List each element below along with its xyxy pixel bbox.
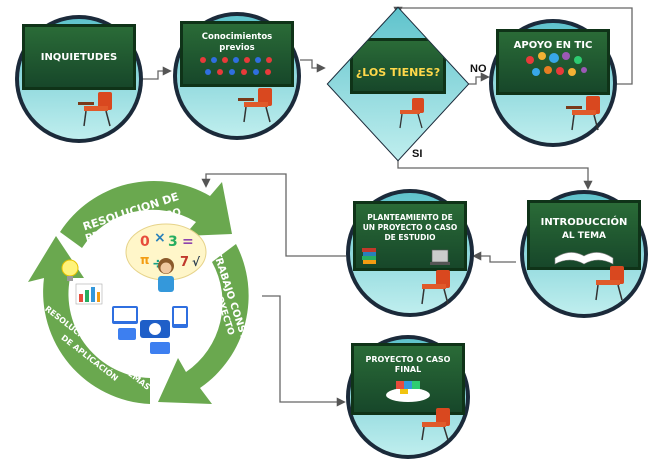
chair-icon <box>421 270 450 305</box>
arrow-cycle-final <box>262 295 346 407</box>
node-introduccion-title-1: INTRODUCCIÓN <box>541 215 628 228</box>
lightbulb-icon <box>61 259 79 281</box>
person-icon <box>158 258 174 292</box>
decision-si-label: SI <box>412 148 422 160</box>
svg-text:√: √ <box>192 255 201 269</box>
arrow-decision-apoyo <box>466 72 490 85</box>
node-decision: ¿LOS TIENES? NO SI <box>326 6 487 162</box>
tic-icons-cluster <box>526 52 587 76</box>
chair-icon <box>78 92 112 127</box>
decision-no-label: NO <box>470 63 487 75</box>
arrow-decision-introduccion <box>397 160 593 190</box>
node-proyecto-final: PROYECTO O CASO FINAL <box>346 335 470 459</box>
chair-icon <box>238 88 272 123</box>
chair-icon <box>566 96 600 131</box>
svg-text:×: × <box>154 230 166 246</box>
node-proyecto-final-title-2: FINAL <box>395 365 421 374</box>
svg-text:7: 7 <box>180 255 189 270</box>
chair-icon <box>595 266 624 301</box>
sewing-machine-icon <box>430 249 450 265</box>
arrow-inquietudes-conocimientos <box>142 66 172 80</box>
arrow-introduccion-planteamiento <box>472 251 516 263</box>
svg-text:=: = <box>182 234 194 250</box>
node-introduccion-title-2: AL TEMA <box>562 231 606 241</box>
arrow-planteamiento-cycle <box>201 173 346 257</box>
svg-text:÷: ÷ <box>152 256 164 272</box>
arrow-conocimientos-decision <box>300 59 326 73</box>
node-conocimientos-title-1: Conocimientos <box>202 32 272 42</box>
node-planteamiento-title-1: PLANTEAMIENTO DE <box>367 213 453 222</box>
node-proyecto-final-title-1: PROYECTO O CASO <box>366 355 451 364</box>
chair-icon <box>399 98 424 129</box>
node-apoyo-title: APOYO EN TIC <box>514 40 593 51</box>
node-inquietudes-title: INQUIETUDES <box>41 52 118 63</box>
svg-text:π: π <box>140 253 150 267</box>
node-apoyo: APOYO EN TIC <box>489 19 617 147</box>
puzzle-icon <box>386 381 430 402</box>
node-inquietudes: INQUIETUDES <box>15 15 143 143</box>
node-planteamiento: PLANTEAMIENTO DE UN PROYECTO O CASO DE E… <box>346 189 474 317</box>
node-conocimientos: Conocimientos previos <box>173 12 301 140</box>
cycle-segment-left <box>28 236 150 404</box>
node-decision-title: ¿LOS TIENES? <box>356 66 440 79</box>
svg-text:0: 0 <box>140 234 150 250</box>
node-planteamiento-title-3: DE ESTUDIO <box>384 233 435 242</box>
cycle-segment-right <box>158 244 249 404</box>
node-conocimientos-title-2: previos <box>219 43 254 53</box>
bar-chart-icon <box>75 283 103 305</box>
open-book-icon <box>554 252 614 265</box>
chair-icon <box>421 408 450 441</box>
svg-text:3: 3 <box>168 234 178 250</box>
book-stack-icon <box>362 248 376 264</box>
cycle-diagram: RESOLUCION DE PROBLEMAS TIPO TRABAJO CON… <box>28 180 258 404</box>
devices-icon <box>112 306 188 354</box>
node-planteamiento-title-2: UN PROYECTO O CASO <box>363 223 458 232</box>
knowledge-dots <box>200 57 272 75</box>
node-introduccion: INTRODUCCIÓN AL TEMA <box>520 190 648 318</box>
